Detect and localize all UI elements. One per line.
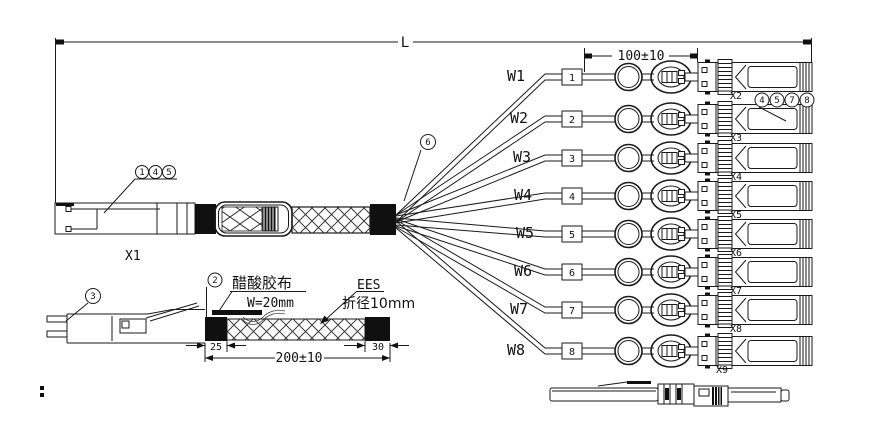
sleeve-annotation: EES 折径10mm — [320, 278, 415, 324]
connector-label-x9: X9 — [716, 365, 728, 376]
branch-row-8: W8 8 X9 — [395, 220, 813, 376]
detail-braid — [226, 318, 366, 341]
seq-label-2: 2 — [569, 115, 575, 126]
overall-length-label: L — [401, 35, 409, 51]
callout-5: 5 — [166, 168, 171, 178]
connector-label-x3: X3 — [730, 133, 742, 144]
sleeve-length-label: 200±10 — [276, 351, 323, 366]
branch-row-6: W6 6 X7 — [395, 218, 813, 297]
wire-label-w5: W5 — [516, 224, 534, 242]
callout-8b: 8 — [804, 96, 809, 106]
dimension-overall-length: L — [55, 35, 812, 203]
seq-label-4: 4 — [569, 192, 575, 203]
callout-6: 6 — [425, 138, 430, 148]
branch-row-2: W2 2 X3 — [395, 100, 813, 223]
callout-7b: 7 — [789, 96, 794, 106]
right-offset-label: 30 — [372, 342, 384, 353]
splitter-band — [370, 204, 396, 235]
left-offset-label: 25 — [210, 342, 222, 353]
wire-label-w4: W4 — [514, 186, 532, 204]
dimension-branch-length: 100±10 — [584, 48, 698, 72]
seq-label-8: 8 — [569, 347, 575, 358]
tape-name-label: 醋酸胶布 — [232, 274, 292, 292]
left-edge-mark — [40, 386, 44, 397]
dimension-detail: 25 30 200±10 — [186, 341, 409, 366]
tape-width-label: W=20mm — [247, 296, 294, 311]
sleeve-material-label: EES — [357, 278, 380, 293]
callout-4: 4 — [153, 168, 158, 178]
seq-label-6: 6 — [569, 268, 575, 279]
sleeve-spec-label: 折径10mm — [342, 296, 415, 312]
wire-label-w8: W8 — [507, 341, 525, 359]
branch-row-3: W3 3 X4 — [395, 139, 813, 223]
callout-2: 2 — [212, 276, 217, 286]
branch-row-7: W7 7 X8 — [395, 219, 813, 335]
callout-splitter: 6 — [403, 134, 436, 202]
wire-label-w3: W3 — [513, 148, 531, 166]
tape-annotation: 2 醋酸胶布 W=20mm — [206, 272, 306, 317]
callout-4b: 4 — [759, 96, 764, 106]
branch-row-1: W1 1 X2 — [395, 58, 813, 223]
seq-label-7: 7 — [569, 306, 575, 317]
detail-band-right — [365, 317, 390, 341]
wire-label-w1: W1 — [507, 67, 525, 85]
branch-row-5: W5 5 X6 — [395, 215, 813, 259]
connector-label-x6: X6 — [730, 248, 742, 259]
detail-view — [46, 302, 390, 344]
wire-label-w6: W6 — [514, 262, 532, 280]
callout-main-connector: 1 4 5 — [103, 165, 177, 214]
wire-label-w2: W2 — [510, 109, 528, 127]
callout-branch-connectors: 4 5 7 8 — [754, 92, 815, 122]
seq-label-3: 3 — [569, 154, 575, 165]
callout-3: 3 — [90, 292, 95, 302]
branch-row-4: W4 4 X5 — [395, 177, 813, 224]
branch-length-label: 100±10 — [618, 49, 665, 64]
main-connector-x1: X1 — [54, 201, 396, 264]
callout-5b: 5 — [774, 96, 779, 106]
connector-label-x2: X2 — [730, 91, 742, 102]
x1-braid-sleeve — [291, 206, 371, 234]
connector-label-x5: X5 — [730, 210, 742, 221]
branch-connector-side-view — [549, 381, 790, 407]
detail-band-left — [205, 317, 227, 341]
wire-label-w7: W7 — [510, 300, 528, 318]
x1-emi-stripes — [262, 206, 279, 232]
callout-1: 1 — [139, 168, 144, 178]
connector-label-x4: X4 — [730, 172, 742, 183]
callout-detail: 3 — [65, 288, 101, 322]
connector-label-x7: X7 — [730, 286, 742, 297]
seq-label-5: 5 — [569, 230, 575, 241]
seq-label-1: 1 — [569, 73, 575, 84]
main-connector-label: X1 — [125, 249, 141, 264]
connector-label-x8: X8 — [730, 324, 742, 335]
